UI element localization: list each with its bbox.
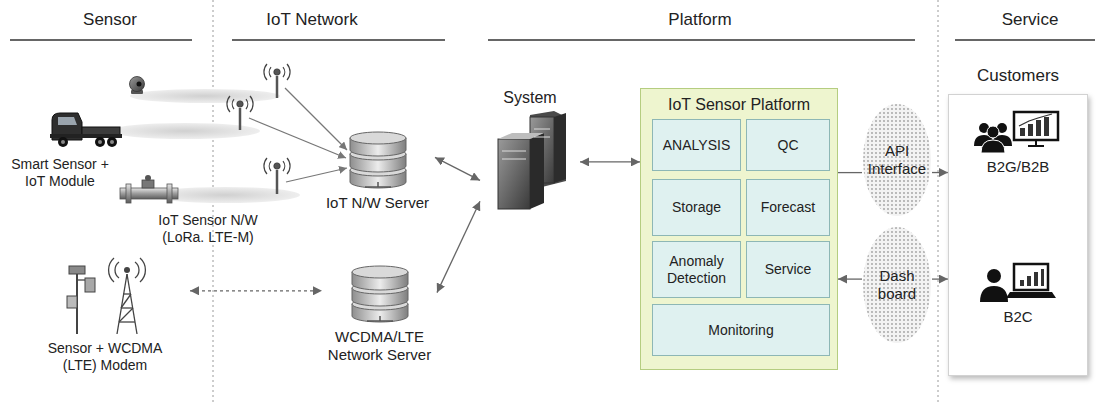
node-label: Storage — [672, 199, 721, 216]
connector — [580, 161, 640, 162]
uplink-arrow — [249, 88, 347, 182]
sensor-label: Smart Sensor + IoT Module — [8, 156, 112, 190]
section-header: Platform — [620, 10, 780, 30]
box-heading: IoT Sensor Platform — [668, 95, 810, 114]
node-label: B2G/B2B — [987, 158, 1050, 176]
interface-ellipse: Dash board — [862, 226, 932, 344]
node-label: QC — [778, 137, 799, 154]
pipe-sensor — [120, 175, 178, 203]
module-box: Service — [746, 241, 830, 298]
connector — [838, 172, 862, 173]
ellipse-shape — [863, 227, 931, 343]
node-label: Monitoring — [708, 322, 773, 339]
db-icon — [347, 128, 409, 190]
node-label: Anomaly Detection — [657, 253, 736, 287]
connector — [435, 157, 480, 180]
network-server: IoT N/W Server — [320, 128, 435, 212]
connector — [932, 278, 948, 279]
antenna — [227, 64, 290, 194]
system-server: System — [480, 88, 580, 211]
connector — [190, 290, 322, 291]
customers-panel: CustomersB2G/B2B B2C — [948, 64, 1088, 376]
node-label: B2C — [1003, 308, 1032, 326]
node-label: ANALYSIS — [663, 137, 730, 154]
module-box: Forecast — [746, 179, 830, 236]
camera-sensor — [130, 77, 145, 95]
module-box: QC — [746, 119, 830, 171]
module-box: Anomaly Detection — [652, 241, 741, 298]
servers-icon — [490, 111, 570, 211]
interface-ellipse: API Interface — [862, 103, 932, 217]
people-icon — [972, 110, 1064, 154]
ellipse-shape — [863, 104, 931, 216]
node-label: Service — [765, 261, 812, 278]
node-label: API Interface — [864, 142, 930, 178]
section-header: Sensor — [45, 10, 175, 30]
connector — [437, 201, 480, 292]
modem-sensor: Sensor + WCDMA (LTE) Modem — [20, 250, 190, 374]
platform-box: IoT Sensor PlatformANALYSIS QC Storage Fore… — [640, 88, 838, 370]
section-header: Service — [970, 10, 1090, 30]
node-label: Dash board — [864, 267, 930, 303]
connector — [932, 172, 948, 173]
node-label: WCDMA/LTE Network Server — [322, 328, 437, 364]
network-server: WCDMA/LTE Network Server — [322, 262, 437, 364]
customer-group: B2C — [960, 260, 1076, 326]
header-rule — [10, 39, 1095, 41]
connector — [838, 278, 862, 279]
node-label: System — [503, 88, 556, 107]
truck-sensor — [50, 113, 122, 147]
customer-group: B2G/B2B — [960, 110, 1076, 176]
box-heading: Customers — [948, 64, 1088, 86]
node-label: IoT N/W Server — [326, 194, 429, 212]
module-box: ANALYSIS — [652, 119, 741, 171]
node-label: Sensor + WCDMA (LTE) Modem — [33, 340, 178, 374]
coverage-area — [110, 89, 300, 203]
network-label: IoT Sensor N/W (LoRa. LTE-M) — [142, 212, 274, 246]
module-box: Monitoring — [652, 304, 830, 356]
laptop-icon — [978, 260, 1058, 304]
node-label: Forecast — [761, 199, 815, 216]
module-box: Storage — [652, 179, 741, 236]
section-divider — [213, 0, 938, 403]
tower-icon — [55, 250, 155, 336]
db-icon — [349, 262, 411, 324]
section-header: IoT Network — [232, 10, 392, 30]
